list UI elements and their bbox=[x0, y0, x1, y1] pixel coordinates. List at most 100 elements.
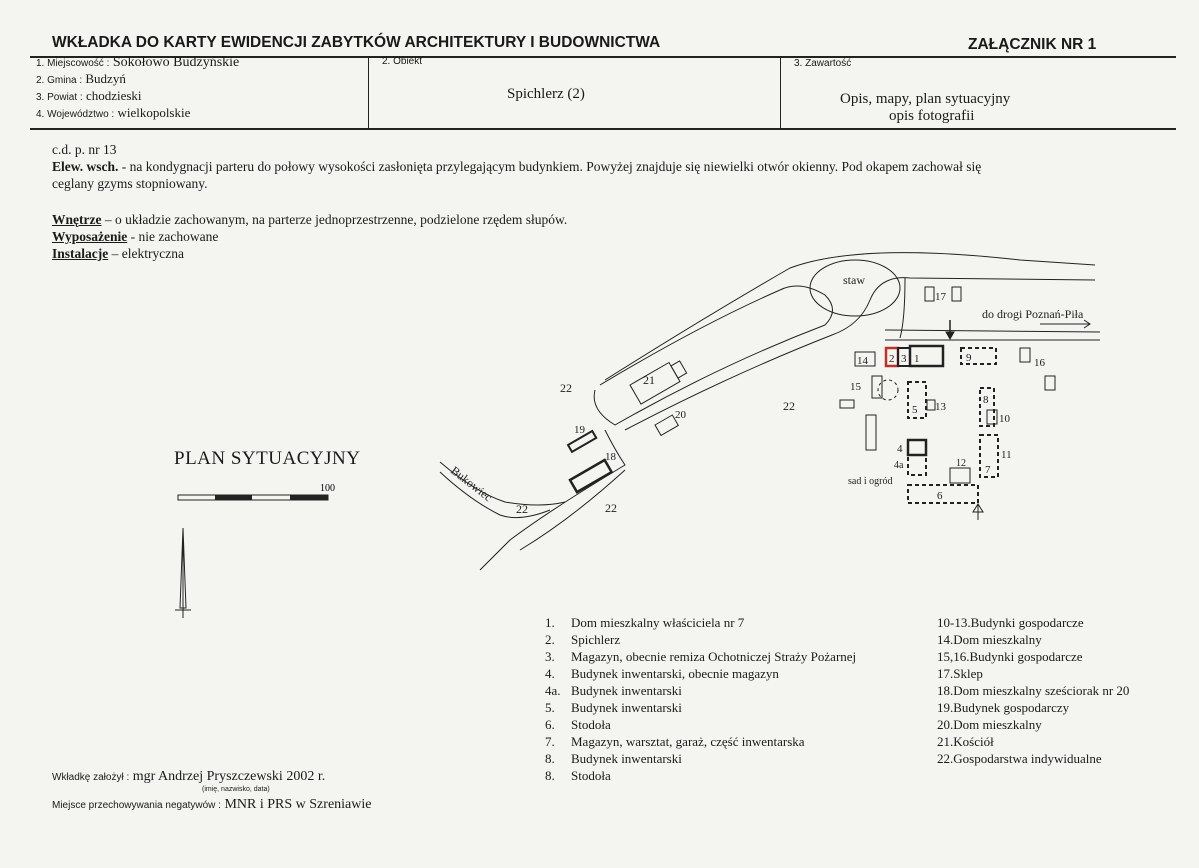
legend-item: 19. Budynek gospodarczy bbox=[937, 699, 1129, 716]
obiekt-value: Spichlerz (2) bbox=[507, 86, 585, 102]
elewacja-label: Elew. wsch. bbox=[52, 159, 119, 174]
powiat-row: 3. Powiat : chodzieski bbox=[36, 88, 142, 104]
scale-bar bbox=[177, 494, 329, 501]
gmina-value: Budzyń bbox=[85, 71, 126, 86]
label-13: 13 bbox=[935, 401, 947, 413]
building-8 bbox=[979, 387, 995, 427]
legend-item-text: Budynki gospodarcze bbox=[970, 615, 1084, 630]
label-2: 2 bbox=[889, 353, 895, 365]
wyposazenie-paragraph: Wyposażenie - nie zachowane bbox=[52, 228, 218, 245]
legend-item-number: 18. bbox=[937, 683, 954, 698]
attachment-number: ZAŁĄCZNIK NR 1 bbox=[968, 36, 1097, 53]
label-22c: 22 bbox=[516, 502, 528, 516]
legend-item: 4.Budynek inwentarski, obecnie magazyn bbox=[545, 665, 856, 682]
elewacja-text: - na kondygnacji parteru do połowy wysok… bbox=[118, 159, 982, 174]
legend-item-number: 21. bbox=[937, 734, 954, 749]
legend-item-text: Budynek inwentarski, obecnie magazyn bbox=[571, 666, 779, 681]
building-20 bbox=[654, 414, 680, 437]
road-destination-label: do drogi Poznań-Piła bbox=[982, 307, 1084, 321]
legend-item: 18. Dom mieszkalny sześciorak nr 20 bbox=[937, 682, 1129, 699]
miejscowosc-row: 1. Miejscowość : Sokołowo Budzyńskie bbox=[36, 55, 239, 71]
building-15b bbox=[839, 399, 855, 409]
plan-title: PLAN SYTUACYJNY bbox=[174, 448, 361, 469]
building-11 bbox=[979, 434, 999, 478]
legend-item: 22. Gospodarstwa indywidualne bbox=[937, 750, 1129, 767]
pond bbox=[809, 259, 901, 317]
legend-item-number: 22. bbox=[937, 751, 954, 766]
author-row: Wkładkę założył : mgr Andrzej Pryszczews… bbox=[52, 769, 325, 785]
pond-label: staw bbox=[843, 273, 865, 287]
wojewodztwo-label: 4. Województwo : bbox=[36, 109, 115, 120]
legend-item-number: 15,16. bbox=[937, 649, 970, 664]
label-4a: 4a bbox=[894, 460, 904, 471]
miejscowosc-label: 1. Miejscowość : bbox=[36, 58, 110, 69]
label-21: 21 bbox=[643, 373, 655, 387]
building-4 bbox=[906, 438, 928, 457]
legend-item-number: 19. bbox=[937, 700, 954, 715]
wojewodztwo-value: wielkopolskie bbox=[117, 105, 191, 120]
legend-item: 4a.Budynek inwentarski bbox=[545, 682, 856, 699]
legend-item-text: Budynek inwentarski bbox=[571, 751, 682, 766]
entry-arrows bbox=[945, 319, 1091, 520]
legend-item-number: 6. bbox=[545, 717, 555, 732]
label-17: 17 bbox=[935, 291, 947, 303]
continuation-note: c.d. p. nr 13 bbox=[52, 142, 117, 157]
legend-item: 8.Stodoła bbox=[545, 767, 856, 784]
info-bottom-rule bbox=[30, 128, 1176, 130]
label-20: 20 bbox=[675, 409, 687, 421]
legend-item: 8. Budynek inwentarski bbox=[545, 750, 856, 767]
building-1 bbox=[908, 344, 945, 368]
label-10: 10 bbox=[999, 413, 1011, 425]
building-4a bbox=[907, 454, 927, 476]
legend-item: 20. Dom mieszkalny bbox=[937, 716, 1129, 733]
zawartosc-label: 3. Zawartość bbox=[794, 58, 852, 69]
north-arrow-icon bbox=[175, 527, 191, 618]
building-13 bbox=[926, 399, 936, 411]
legend-item-number: 8. bbox=[545, 768, 555, 783]
building-14 bbox=[854, 351, 876, 367]
legend-item-text: Dom mieszkalny sześciorak nr 20 bbox=[953, 683, 1130, 698]
powiat-label: 3. Powiat : bbox=[36, 92, 83, 103]
legend-item: 7. Magazyn, warsztat, garaż, część inwent… bbox=[545, 733, 856, 750]
legend-item: 1. Dom mieszkalny właściciela nr 7 bbox=[545, 614, 856, 631]
legend-item-text: Magazyn, warsztat, garaż, część inwentar… bbox=[571, 734, 805, 749]
label-22a: 22 bbox=[560, 381, 572, 395]
legend-item-number: 8. bbox=[545, 751, 555, 766]
legend-item: 2.Spichlerz bbox=[545, 631, 856, 648]
orchard-label: sad i ogród bbox=[848, 476, 892, 487]
scale-and-north: 100 bbox=[175, 483, 335, 618]
wyposazenie-text: - nie zachowane bbox=[127, 229, 219, 244]
building-12 bbox=[949, 467, 971, 484]
label-15: 15 bbox=[850, 381, 862, 393]
wyposazenie-label: Wyposażenie bbox=[52, 229, 128, 244]
legend-item: 15,16. Budynki gospodarcze bbox=[937, 648, 1129, 665]
author-label: Wkładkę założył : bbox=[52, 772, 130, 783]
wnetrze-text: – o układzie zachowanym, na parterze jed… bbox=[101, 212, 568, 227]
legend-item-text: Budynek inwentarski bbox=[571, 683, 682, 698]
label-7: 7 bbox=[985, 464, 991, 476]
legend-item: 21. Kościół bbox=[937, 733, 1129, 750]
label-6: 6 bbox=[937, 490, 943, 502]
building-17a bbox=[924, 286, 935, 302]
label-4: 4 bbox=[897, 443, 903, 455]
legend-item: 6. Stodoła bbox=[545, 716, 856, 733]
legend-item-text: Stodoła bbox=[571, 717, 611, 732]
building-6 bbox=[907, 484, 979, 504]
label-1: 1 bbox=[914, 353, 920, 365]
negatives-row: Miejsce przechowywania negatywów : MNR i… bbox=[52, 797, 371, 813]
legend-item-text: Gospodarstwa indywidualne bbox=[953, 751, 1102, 766]
legend-item-text: Kościół bbox=[953, 734, 994, 749]
instalacje-label: Instalacje bbox=[52, 246, 109, 261]
powiat-value: chodzieski bbox=[85, 88, 142, 103]
obiekt-label: 2. Obiekt bbox=[382, 56, 423, 67]
legend-item-number: 1. bbox=[545, 615, 555, 630]
legend-item-number: 7. bbox=[545, 734, 555, 749]
label-14: 14 bbox=[857, 355, 869, 367]
negatives-value: MNR i PRS w Szreniawie bbox=[224, 797, 372, 812]
legend-item-number: 3. bbox=[545, 649, 555, 664]
label-19: 19 bbox=[574, 424, 586, 436]
legend-item-text: Dom mieszkalny właściciela nr 7 bbox=[571, 615, 745, 630]
label-5: 5 bbox=[912, 404, 918, 416]
legend-item-number: 17. bbox=[937, 666, 954, 681]
gmina-label: 2. Gmina : bbox=[36, 75, 83, 86]
